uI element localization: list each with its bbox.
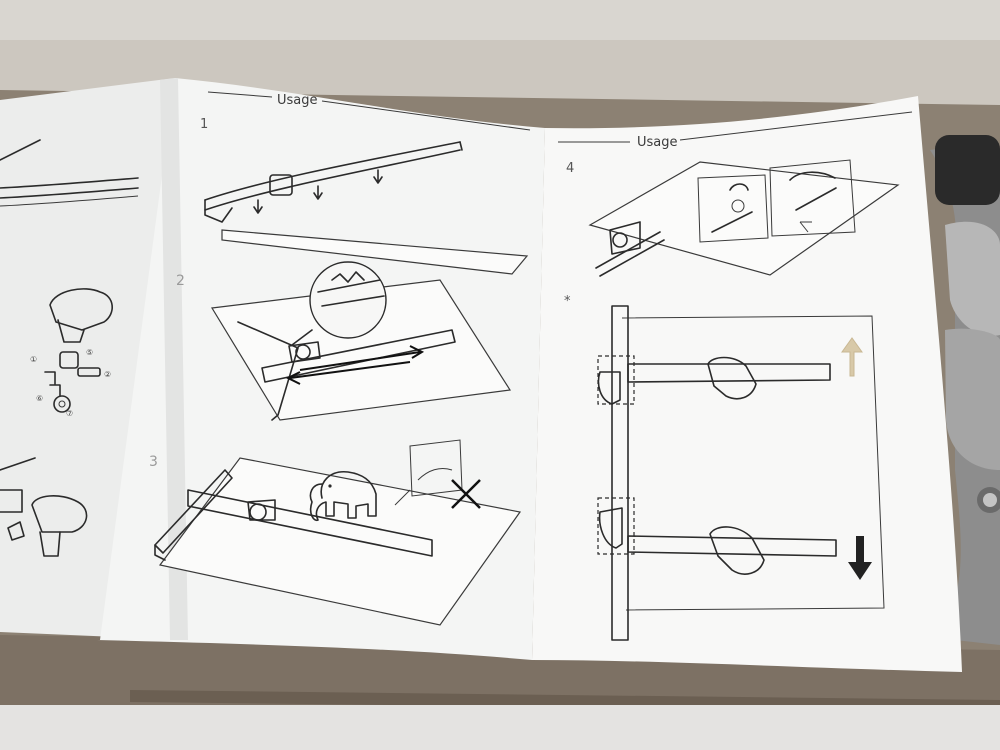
step-4-number: 4	[566, 161, 574, 176]
machine-body	[930, 135, 1000, 645]
parts-callout-6: ⑥	[36, 394, 43, 403]
wrong-cross-icon	[451, 479, 481, 509]
parts-callout-1: ①	[30, 355, 37, 364]
step-2-zoom-bubble	[309, 261, 387, 339]
step-3-illustration	[154, 439, 522, 626]
clamp-assembly-drawing	[0, 457, 88, 557]
white-surface	[0, 705, 1000, 750]
step-note-marker: *	[564, 294, 571, 309]
step-1-number: 1	[200, 117, 208, 132]
slide-arrow-left	[285, 361, 411, 385]
lower-clamp-dashed-box	[597, 497, 635, 555]
left-header-rule-left	[207, 91, 273, 98]
step-3-number: 3	[149, 454, 158, 470]
slide-arrow-right	[299, 345, 425, 371]
elephant-shape	[309, 471, 377, 522]
arrow-down-icon	[848, 536, 872, 580]
parts-exploded-diagram: ① ⑤ ② ⑥ ⑦	[30, 288, 113, 418]
lower-left-hand	[598, 507, 623, 549]
left-page-header: Usage	[277, 93, 318, 108]
left-page-fold-shadow	[160, 78, 188, 640]
upper-left-hand	[597, 371, 621, 405]
step-2-illustration	[211, 261, 512, 421]
step-1-illustration	[204, 141, 529, 275]
upper-right-hand	[707, 356, 757, 400]
step-4-illustration	[588, 159, 900, 277]
right-page: Usage 4 *	[532, 96, 962, 672]
right-header-rule-right	[679, 111, 913, 141]
rail-diagram-frame	[597, 305, 885, 641]
arrow-up-icon	[841, 337, 863, 377]
parts-callout-2: ②	[104, 370, 111, 379]
previous-page-rail-drawing	[0, 139, 139, 207]
step-2-number: 2	[176, 273, 185, 289]
parts-callout-7: ⑦	[66, 409, 73, 418]
parts-callout-5: ⑤	[86, 348, 93, 357]
step-4-inset-2	[769, 159, 856, 237]
right-page-header: Usage	[637, 135, 678, 150]
left-page: Usage ① ⑤ ② ⑥ ⑦	[0, 78, 545, 660]
step-4-inset-1	[697, 174, 769, 243]
lower-right-hand	[709, 526, 765, 575]
box-inner-lid	[0, 0, 1000, 40]
left-header-rule-right	[321, 100, 531, 131]
